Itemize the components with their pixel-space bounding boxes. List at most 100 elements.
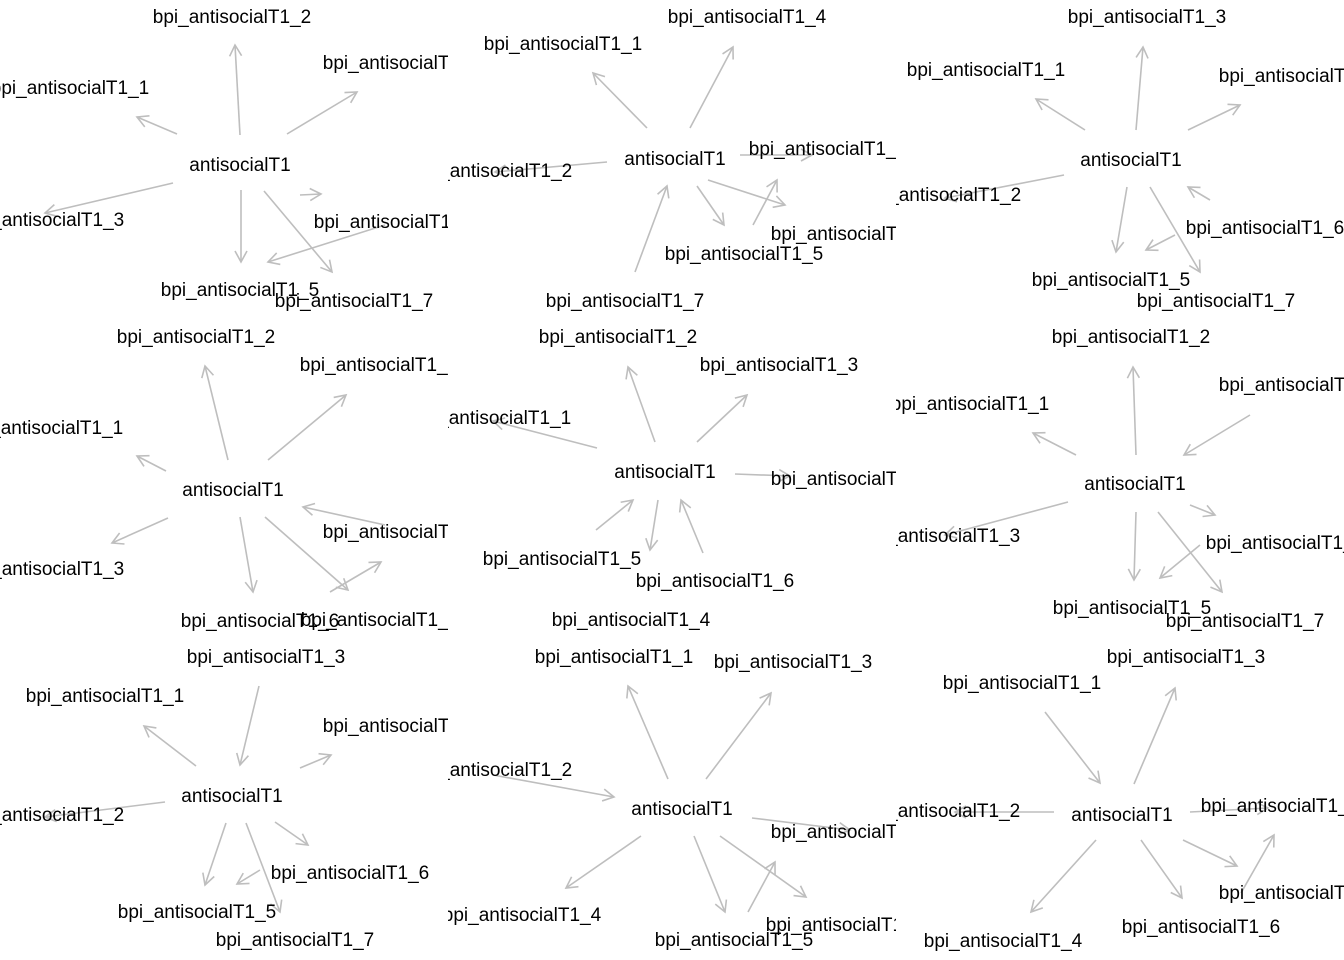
node-label-bpi-antisocialT1-6: bpi_antisocialT1_6 xyxy=(181,611,339,632)
node-label-bpi-antisocialT1-6: bpi_antisocialT1_6 xyxy=(1186,218,1344,239)
node-label-bpi-antisocialT1-5: bpi_antisocialT1_5 xyxy=(1053,598,1211,619)
edge-arrow-antisocialT1-to-bpi_antisocialT1_3 xyxy=(110,517,169,545)
node-label-antisocialT1: antisocialT1 xyxy=(189,155,290,176)
edge-arrow-antisocialT1-to-bpi_antisocialT1_5 xyxy=(1189,801,1270,816)
node-label-bpi-antisocialT1-6: bpi_antisocialT1_6 xyxy=(771,224,929,245)
node-label-bpi-antisocialT1-2: bpi_antisocialT1_2 xyxy=(539,327,697,348)
node-label-bpi-antisocialT1-1: bpi_antisocialT1_1 xyxy=(943,673,1101,694)
node-label-bpi-antisocialT1-7: bpi_antisocialT1_7 xyxy=(771,469,929,490)
node-label-bpi-antisocialT1-4: bpi_antisocialT1_4 xyxy=(300,355,459,376)
network-panel-6: antisocialT1 bpi_antisocialT1_1 bpi_antiso… xyxy=(891,327,1344,632)
network-panel-3: antisocialT1 bpi_antisocialT1_1 bpi_antiso… xyxy=(863,7,1344,312)
edge-arrow-antisocialT1-to-bpi_antisocialT1_2 xyxy=(625,365,656,443)
edge-arrow-antisocialT1-to-bpi_antisocialT1_5 xyxy=(202,822,227,887)
node-label-bpi-antisocialT1-1: bpi_antisocialT1_1 xyxy=(907,60,1065,81)
edge-arrow-bpi_antisocialT1_5-to-antisocialT1 xyxy=(595,498,635,531)
node-label-bpi-antisocialT1-4: bpi_antisocialT1_4 xyxy=(323,716,482,737)
network-panel-8: antisocialT1 bpi_antisocialT1_1 bpi_antiso… xyxy=(414,647,924,951)
edge-arrow-antisocialT1-to-bpi_antisocialT1_3 xyxy=(705,691,773,780)
edge-arrow-antisocialT1-to-bpi_antisocialT1_3 xyxy=(943,501,1069,539)
edge-arrow-bpi_antisocialT1_7-to-bpi_antisocialT1_5 xyxy=(1240,833,1275,894)
node-label-antisocialT1: antisocialT1 xyxy=(1084,474,1185,495)
node-label-bpi-antisocialT1-3: bpi_antisocialT1_3 xyxy=(1068,7,1226,28)
node-label-antisocialT1: antisocialT1 xyxy=(181,786,282,807)
node-label-bpi-antisocialT1-5: bpi_antisocialT1_5 xyxy=(1032,270,1190,291)
node-label-bpi-antisocialT1-6: bpi_antisocialT1_6 xyxy=(636,571,794,592)
node-label-bpi-antisocialT1-5: bpi_antisocialT1_5 xyxy=(1201,796,1344,817)
node-label-antisocialT1: antisocialT1 xyxy=(1080,150,1181,171)
edge-arrow-antisocialT1-to-bpi_antisocialT1_4 xyxy=(299,752,333,769)
node-label-bpi-antisocialT1-6: bpi_antisocialT1_6 xyxy=(271,863,429,884)
node-label-bpi-antisocialT1-3: bpi_antisocialT1_3 xyxy=(700,355,858,376)
network-panel-4: antisocialT1 bpi_antisocialT1_1 bpi_antiso… xyxy=(0,327,481,632)
edge-arrow-bpi_antisocialT1_4-to-antisocialT1 xyxy=(1182,414,1251,456)
node-label-bpi-antisocialT1-2: bpi_antisocialT1_2 xyxy=(863,185,1021,206)
node-label-bpi-antisocialT1-4: bpi_antisocialT1_4 xyxy=(1219,375,1344,396)
edge-arrow-antisocialT1-to-bpi_antisocialT1_1 xyxy=(135,114,178,135)
network-panel-5: antisocialT1bpi_antisocialT1_1bpi_antiso… xyxy=(448,327,929,631)
node-label-bpi-antisocialT1-4: bpi_antisocialT1_4 xyxy=(443,905,602,926)
network-panel-2: antisocialT1bpi_antisocialT1_1bpi_antiso… xyxy=(414,7,929,312)
node-label-bpi-antisocialT1-7: bpi_antisocialT1_7 xyxy=(546,291,704,312)
node-label-bpi-antisocialT1-2: bpi_antisocialT1_2 xyxy=(117,327,275,348)
node-label-antisocialT1: antisocialT1 xyxy=(182,480,283,501)
node-label-bpi-antisocialT1-3: bpi_antisocialT1_3 xyxy=(714,652,872,673)
edge-arrow-antisocialT1-to-bpi_antisocialT1_3 xyxy=(696,393,749,443)
edge-arrow-antisocialT1-to-bpi_antisocialT1_4 xyxy=(267,393,348,461)
edge-arrow-antisocialT1-to-bpi_antisocialT1_5 xyxy=(696,185,725,227)
edge-arrow-antisocialT1-to-bpi_antisocialT1_1 xyxy=(1031,431,1077,456)
edge-arrow-bpi_antisocialT1_6-to-bpi_antisocialT1_5 xyxy=(1158,544,1201,580)
node-label-bpi-antisocialT1-7: bpi_antisocialT1_7 xyxy=(766,915,924,936)
edge-arrow-antisocialT1-to-bpi_antisocialT1_2 xyxy=(943,174,1065,203)
edge-arrow-antisocialT1-to-bpi_antisocialT1_7 xyxy=(264,516,350,592)
edge-arrow-bpi_antisocialT1_5-to-bpi_antisocialT1_3 xyxy=(752,178,778,226)
edge-arrow-antisocialT1-to-bpi_antisocialT1_1 xyxy=(491,417,598,449)
node-label-bpi-antisocialT1-7: bpi_antisocialT1_7 xyxy=(301,610,459,631)
node-label-bpi-antisocialT1-1: bpi_antisocialT1_1 xyxy=(26,686,184,707)
edge-arrow-antisocialT1-to-bpi_antisocialT1_3 xyxy=(1133,686,1177,785)
node-label-bpi-antisocialT1-7: bpi_antisocialT1_7 xyxy=(1137,291,1295,312)
edge-arrow-bpi_antisocialT1_6-to-bpi_antisocialT1_5 xyxy=(235,869,261,885)
node-label-bpi-antisocialT1-7: bpi_antisocialT1_7 xyxy=(1219,883,1344,904)
edge-arrow-antisocialT1-to-bpi_antisocialT1_2 xyxy=(228,43,243,136)
node-label-bpi-antisocialT1-2: bpi_antisocialT1_2 xyxy=(414,161,572,182)
node-label-bpi-antisocialT1-5: bpi_antisocialT1_5 xyxy=(161,280,319,301)
edge-arrow-antisocialT1-to-bpi_antisocialT1_4 xyxy=(564,835,642,889)
node-label-bpi-antisocialT1-4: bpi_antisocialT1_4 xyxy=(323,53,482,74)
edge-arrow-antisocialT1-to-bpi_antisocialT1_2 xyxy=(1126,365,1141,456)
edge-arrow-antisocialT1-to-bpi_antisocialT1_4 xyxy=(645,499,659,552)
node-label-bpi-antisocialT1-1: bpi_antisocialT1_1 xyxy=(0,418,123,439)
node-label-bpi-antisocialT1-3: bpi_antisocialT1_3 xyxy=(749,139,907,160)
node-label-bpi-antisocialT1-6: bpi_antisocialT1_6 xyxy=(1122,917,1280,938)
node-label-bpi-antisocialT1-4: bpi_antisocialT1_4 xyxy=(924,931,1083,952)
edge-arrow-antisocialT1-to-bpi_antisocialT1_5 xyxy=(1111,186,1128,254)
edge-arrow-antisocialT1-to-bpi_antisocialT1_7 xyxy=(734,468,792,483)
edge-arrow-antisocialT1-to-bpi_antisocialT1_5 xyxy=(693,835,728,914)
node-label-bpi-antisocialT1-6: bpi_antisocialT1_6 xyxy=(1206,533,1344,554)
edge-arrow-antisocialT1-to-bpi_antisocialT1_6 xyxy=(274,821,310,846)
node-label-bpi-antisocialT1-7: bpi_antisocialT1_7 xyxy=(1166,611,1324,632)
edge-arrow-antisocialT1-to-bpi_antisocialT1_1 xyxy=(626,684,669,780)
node-label-bpi-antisocialT1-2: bpi_antisocialT1_2 xyxy=(862,801,1020,822)
node-label-antisocialT1: antisocialT1 xyxy=(631,799,732,820)
edge-arrow-antisocialT1-to-bpi_antisocialT1_7 xyxy=(245,822,283,914)
edge-arrow-antisocialT1-to-bpi_antisocialT1_2 xyxy=(493,161,608,178)
node-label-bpi-antisocialT1-1: bpi_antisocialT1_1 xyxy=(891,394,1049,415)
node-label-bpi-antisocialT1-4: bpi_antisocialT1_4 xyxy=(668,7,827,28)
edge-arrow-antisocialT1-to-bpi_antisocialT1_4 xyxy=(1187,103,1242,131)
node-label-bpi-antisocialT1-5: bpi_antisocialT1_5 xyxy=(483,549,641,570)
node-label-bpi-antisocialT1-1: bpi_antisocialT1_1 xyxy=(535,647,693,668)
node-label-bpi-antisocialT1-2: bpi_antisocialT1_2 xyxy=(414,760,572,781)
edge-arrow-antisocialT1-to-bpi_antisocialT1_6 xyxy=(751,817,852,836)
edge-arrow-bpi_antisocialT1_7-to-antisocialT1 xyxy=(634,184,670,273)
node-label-bpi-antisocialT1-2: bpi_antisocialT1_2 xyxy=(0,805,124,826)
node-label-bpi-antisocialT1-5: bpi_antisocialT1_5 xyxy=(323,522,481,543)
node-label-bpi-antisocialT1-2: bpi_antisocialT1_2 xyxy=(1052,327,1210,348)
edge-arrow-bpi_antisocialT1_6-to-bpi_antisocialT1_5 xyxy=(266,224,386,266)
edge-arrow-antisocialT1-to-bpi_antisocialT1_4 xyxy=(1029,839,1097,914)
edge-arrow-bpi_antisocialT1_5-to-antisocialT1 xyxy=(301,502,386,526)
edge-arrow-antisocialT1-to-bpi_antisocialT1_7 xyxy=(1182,839,1239,868)
edge-arrow-antisocialT1-to-bpi_antisocialT1_2 xyxy=(201,364,229,461)
edge-arrow-antisocialT1-to-bpi_antisocialT1_6 xyxy=(1140,839,1183,900)
edge-arrow-antisocialT1-to-bpi_antisocialT1_5 xyxy=(1127,511,1142,582)
